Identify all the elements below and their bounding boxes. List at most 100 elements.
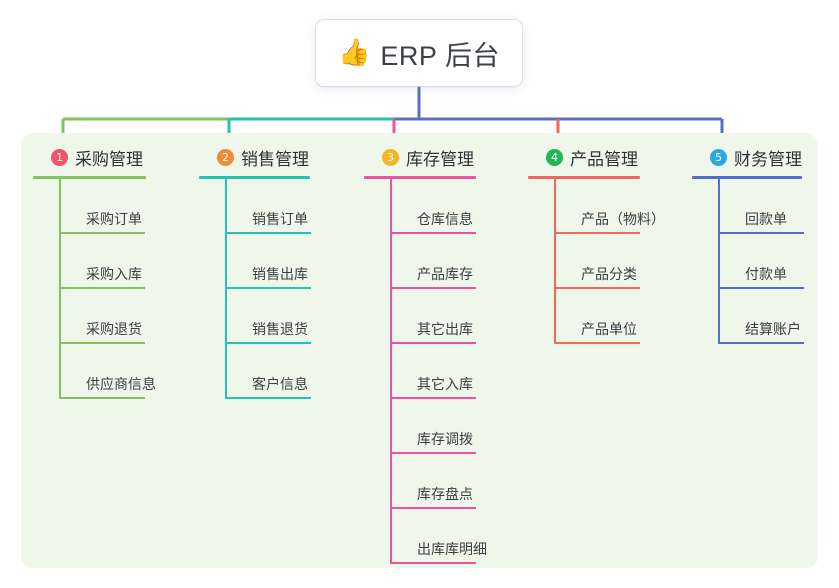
branch-item[interactable]: 回款单 — [718, 179, 804, 234]
branches-panel — [21, 133, 818, 568]
branch-item-list: 产品（物料） 产品分类产品单位 — [528, 179, 665, 344]
branch-item-label: 产品分类 — [581, 266, 637, 282]
branch-header-rule — [692, 176, 802, 179]
branch-item[interactable]: 付款单 — [718, 234, 804, 289]
branch-item-rule — [554, 232, 640, 234]
branch-item[interactable]: 仓库信息 — [390, 179, 487, 234]
branch-spine — [718, 179, 720, 344]
branch-item-rule — [718, 342, 804, 344]
branch-column-3: 3 库存管理仓库信息产品库存其它出库其它入库库存调拨库存盘点出库库明细 — [364, 144, 487, 564]
branch-item-rule — [390, 562, 476, 564]
branch-item[interactable]: 产品（物料） — [554, 179, 665, 234]
branch-item[interactable]: 采购订单 — [59, 179, 156, 234]
branch-item-list: 销售订单销售出库销售退货客户信息 — [199, 179, 311, 399]
branch-item-rule — [718, 232, 804, 234]
branch-title: 库存管理 — [406, 149, 474, 169]
branch-column-5: 5 财务管理回款单付款单结算账户 — [692, 144, 804, 344]
branch-item-label: 付款单 — [745, 266, 787, 282]
branch-item-label: 供应商信息 — [86, 376, 156, 392]
branch-number-badge: 2 — [217, 148, 234, 166]
branch-item-rule — [390, 507, 476, 509]
branch-item-rule — [225, 342, 311, 344]
branch-item-label: 出库库明细 — [417, 541, 487, 557]
branch-item[interactable]: 结算账户 — [718, 289, 804, 344]
branch-item-rule — [59, 342, 145, 344]
branch-item-label: 结算账户 — [745, 321, 801, 337]
branch-item-rule — [225, 232, 311, 234]
branch-item[interactable]: 产品单位 — [554, 289, 665, 344]
branch-spine — [59, 179, 61, 399]
branch-item-rule — [554, 287, 640, 289]
root-title: ERP 后台 — [380, 40, 500, 71]
branch-item[interactable]: 出库库明细 — [390, 509, 487, 564]
branch-item-rule — [390, 342, 476, 344]
branch-item-rule — [390, 452, 476, 454]
thumbs-up-icon: 👍 — [338, 38, 371, 68]
branch-title: 销售管理 — [241, 149, 309, 169]
branch-item-label: 库存盘点 — [417, 486, 473, 502]
branch-item-rule — [718, 287, 804, 289]
branch-item-label: 其它出库 — [417, 321, 473, 337]
branch-header-3[interactable]: 3 库存管理 — [364, 144, 487, 170]
branch-item-label: 库存调拨 — [417, 431, 473, 447]
branch-number-badge: 3 — [382, 148, 399, 166]
branch-item[interactable]: 其它出库 — [390, 289, 487, 344]
branch-item-rule — [390, 232, 476, 234]
branch-spine — [554, 179, 556, 344]
branch-item-label: 其它入库 — [417, 376, 473, 392]
branch-item-label: 采购退货 — [86, 321, 142, 337]
branch-item[interactable]: 库存盘点 — [390, 454, 487, 509]
branch-item-label: 采购入库 — [86, 266, 142, 282]
branch-column-4: 4 产品管理产品（物料） 产品分类产品单位 — [528, 144, 665, 344]
branch-item-label: 产品库存 — [417, 266, 473, 282]
branch-item-label: 仓库信息 — [417, 211, 473, 227]
branch-item-rule — [225, 287, 311, 289]
branch-item[interactable]: 库存调拨 — [390, 399, 487, 454]
branch-header-rule — [364, 176, 476, 179]
branch-item-label: 客户信息 — [252, 376, 308, 392]
root-node[interactable]: 👍 ERP 后台 — [316, 20, 522, 86]
branch-item[interactable]: 销售出库 — [225, 234, 311, 289]
branch-spine — [225, 179, 227, 399]
branch-item[interactable]: 销售退货 — [225, 289, 311, 344]
branch-item-rule — [59, 287, 145, 289]
branch-item-label: 产品单位 — [581, 321, 637, 337]
branch-item[interactable]: 销售订单 — [225, 179, 311, 234]
branch-title: 产品管理 — [570, 149, 638, 169]
branch-header-rule — [528, 176, 640, 179]
branch-item-rule — [390, 287, 476, 289]
branch-header-4[interactable]: 4 产品管理 — [528, 144, 665, 170]
branch-item[interactable]: 供应商信息 — [59, 344, 156, 399]
branch-header-rule — [33, 176, 146, 179]
branch-item-list: 回款单付款单结算账户 — [692, 179, 804, 344]
branch-column-2: 2 销售管理销售订单销售出库销售退货客户信息 — [199, 144, 311, 399]
branch-item[interactable]: 采购退货 — [59, 289, 156, 344]
branch-item[interactable]: 采购入库 — [59, 234, 156, 289]
branch-number-badge: 1 — [51, 148, 68, 166]
branch-item-rule — [225, 397, 311, 399]
branch-item[interactable]: 产品分类 — [554, 234, 665, 289]
branch-item-label: 销售退货 — [252, 321, 308, 337]
branch-item-label: 销售订单 — [252, 211, 308, 227]
branch-item-label: 销售出库 — [252, 266, 308, 282]
branch-item-label: 产品（物料） — [581, 211, 665, 227]
branch-item-rule — [59, 397, 145, 399]
branch-title: 财务管理 — [734, 149, 802, 169]
branch-header-rule — [199, 176, 310, 179]
branch-item[interactable]: 产品库存 — [390, 234, 487, 289]
branch-item-rule — [554, 342, 640, 344]
branch-item[interactable]: 其它入库 — [390, 344, 487, 399]
branch-item-rule — [390, 397, 476, 399]
branch-number-badge: 4 — [546, 148, 563, 166]
branch-item-label: 回款单 — [745, 211, 787, 227]
branch-header-5[interactable]: 5 财务管理 — [692, 144, 802, 170]
branch-item[interactable]: 客户信息 — [225, 344, 311, 399]
branch-number-badge: 5 — [710, 148, 727, 166]
branch-spine — [390, 179, 392, 564]
branch-item-label: 采购订单 — [86, 211, 142, 227]
branch-item-list: 采购订单采购入库采购退货供应商信息 — [33, 179, 156, 399]
branch-header-2[interactable]: 2 销售管理 — [199, 144, 310, 170]
